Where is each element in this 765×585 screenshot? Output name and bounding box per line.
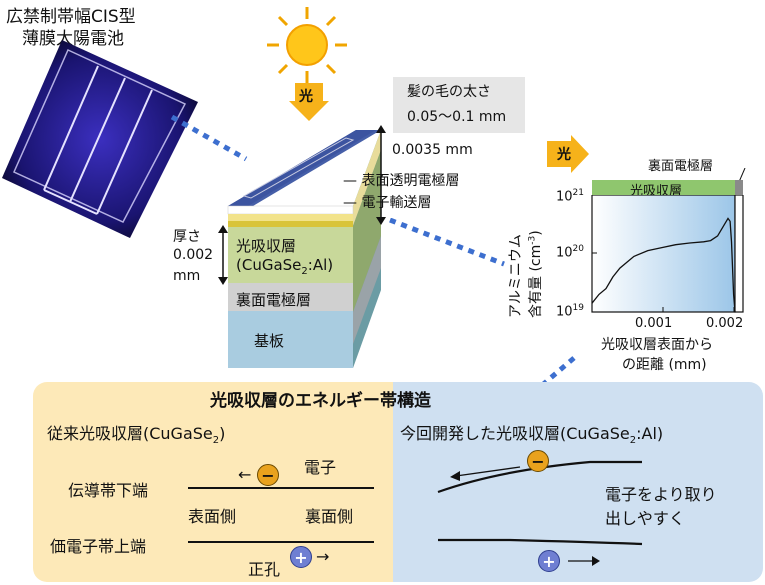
dotted-link-stack: [389, 218, 505, 267]
light-label-profile: 光: [557, 147, 571, 163]
back-electrode-bar: [735, 180, 743, 195]
light-arrow-right-icon: [547, 135, 589, 173]
sun-icon: [267, 7, 347, 83]
profile-ylabel-2: 含有量 (cm-3): [527, 230, 544, 318]
layer-stack: [227, 130, 381, 368]
stack-substrate: 基板: [254, 332, 285, 350]
xtick-0002: 0.002: [706, 316, 744, 331]
electron-arrow-left: ←: [238, 465, 252, 484]
thickness-line2: 0.002: [173, 247, 214, 263]
layer-transparent-electrode: — 表面透明電極層: [343, 173, 460, 189]
developed-panel: [393, 382, 763, 582]
profile-ylabel-1: アルミニウム: [508, 234, 524, 318]
ytick-1e19: 1019: [556, 303, 584, 320]
band-title: 光吸収層のエネルギー帯構造: [210, 391, 431, 411]
conduction-band-label: 伝導帯下端: [68, 481, 149, 500]
electron-label: 電子: [304, 458, 337, 477]
light-arrow-down-icon: [289, 83, 329, 121]
back-side-label: 裏面側: [305, 507, 354, 526]
left-title: 従来光吸収層(CuGaSe2): [47, 424, 226, 447]
electron-icon: −: [257, 464, 279, 486]
cell-title-line1: 広禁制帯幅CIS型: [6, 7, 136, 27]
ytick-1e20: 1020: [556, 244, 584, 261]
top-layers-arrow-icon: [376, 125, 386, 225]
stack-back-electrode: 裏面電極層: [236, 291, 312, 309]
al-profile-plot: [591, 195, 744, 313]
ytick-1e21: 1021: [556, 188, 584, 205]
layer-electron-transport: — 電子輸送層: [343, 195, 432, 211]
light-label-top: 光: [299, 89, 313, 105]
cell-title-line2: 薄膜太陽電池: [22, 29, 124, 49]
hair-line1: 髪の毛の太さ: [407, 84, 491, 100]
electron-icon-developed: −: [527, 450, 549, 472]
dim-top: 0.0035 mm: [392, 142, 473, 158]
absorber-bar: [592, 180, 735, 195]
right-title: 今回開発した光吸収層(CuGaSe2:Al): [400, 424, 664, 447]
right-note-1: 電子をより取り: [605, 485, 717, 504]
hole-icon-developed: +: [538, 550, 560, 572]
thickness-line1: 厚さ: [173, 229, 201, 245]
profile-xlabel-2: の距離 (mm): [622, 357, 707, 373]
back-electrode-pointer: [738, 168, 746, 182]
developed-bands: [437, 460, 643, 566]
hole-arrow-right: →: [316, 547, 330, 566]
hair-line2: 0.05〜0.1 mm: [407, 109, 507, 125]
xtick-0001: 0.001: [635, 316, 673, 331]
thickness-arrow-icon: [218, 225, 228, 285]
front-side-label: 表面側: [188, 507, 237, 526]
conventional-panel: [33, 382, 393, 582]
right-note-2: 出しやすく: [605, 509, 685, 528]
stack-absorber-line2: (CuGaSe2:Al): [236, 256, 334, 277]
hole-label: 正孔: [248, 560, 281, 579]
left-valence-band: [188, 541, 374, 543]
valence-band-label: 価電子帯上端: [50, 537, 147, 556]
al-profile-curve: [591, 217, 736, 313]
left-conduction-band: [188, 487, 374, 489]
thickness-line3: mm: [173, 268, 201, 284]
stack-absorber-line1: 光吸収層: [236, 237, 297, 255]
profile-back-electrode: 裏面電極層: [648, 159, 714, 174]
dotted-link-photo: [170, 115, 248, 162]
profile-xlabel-1: 光吸収層表面から: [601, 337, 713, 353]
hole-icon: +: [290, 546, 312, 568]
solar-cell-photo: [2, 40, 198, 238]
hair-thickness-box: [393, 77, 525, 133]
